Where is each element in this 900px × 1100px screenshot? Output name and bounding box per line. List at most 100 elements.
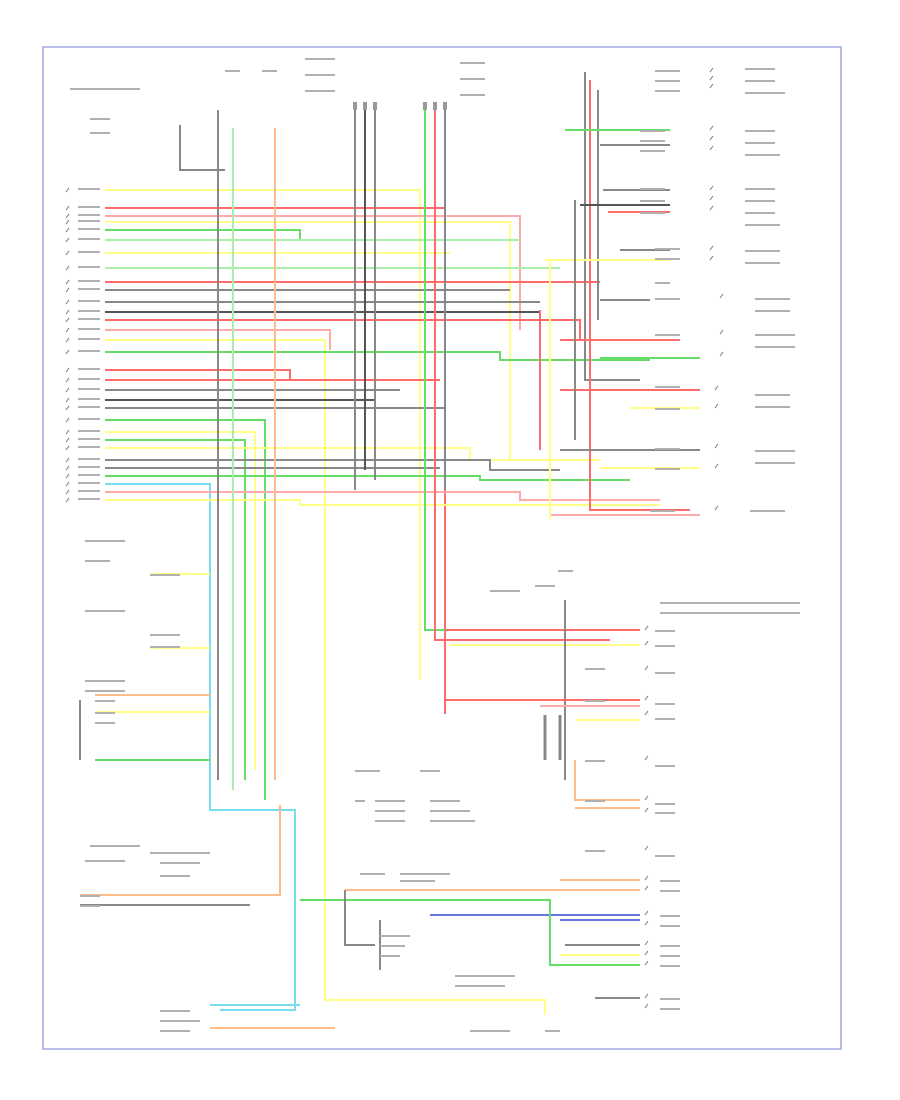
illegible-label xyxy=(85,860,125,862)
illegible-label xyxy=(655,80,680,82)
connector-layer xyxy=(65,67,724,1009)
left-connector-pin xyxy=(65,377,70,383)
wire-red-v1 xyxy=(434,110,610,641)
connector-pin xyxy=(644,795,649,801)
illegible-label xyxy=(355,770,380,772)
illegible-label xyxy=(660,965,680,967)
left-connector-pin-label xyxy=(78,251,100,253)
left-connector-pin-label xyxy=(78,368,100,370)
illegible-label xyxy=(655,803,675,805)
illegible-label xyxy=(85,540,125,542)
top-connector-terminal xyxy=(373,102,377,110)
illegible-label xyxy=(460,78,485,80)
illegible-label xyxy=(755,406,790,408)
illegible-label xyxy=(660,998,680,1000)
illegible-label xyxy=(755,394,790,396)
illegible-label xyxy=(85,610,125,612)
left-connector-pin-label xyxy=(78,280,100,282)
illegible-label xyxy=(90,118,110,120)
connector-pin xyxy=(719,329,724,335)
illegible-label xyxy=(655,408,680,410)
illegible-label xyxy=(655,248,680,250)
illegible-label xyxy=(755,462,795,464)
connector-pin xyxy=(714,403,719,409)
connector-pin xyxy=(644,1003,649,1009)
illegible-label xyxy=(755,450,795,452)
illegible-label xyxy=(460,94,485,96)
left-connector-pin-label xyxy=(78,300,100,302)
illegible-label xyxy=(150,574,180,576)
left-connector-pin xyxy=(65,497,70,503)
illegible-label xyxy=(655,672,675,674)
illegible-label xyxy=(585,850,605,852)
illegible-label xyxy=(85,560,110,562)
illegible-label xyxy=(160,862,200,864)
wire-green-5 xyxy=(105,475,630,481)
illegible-label xyxy=(660,602,800,604)
illegible-label xyxy=(745,200,775,202)
connector-pin xyxy=(709,195,714,201)
left-connector-pin-label xyxy=(78,466,100,468)
left-connector-pin xyxy=(65,250,70,256)
illegible-label xyxy=(660,880,680,882)
connector-pin xyxy=(709,145,714,151)
left-connector-pin xyxy=(65,265,70,271)
connector-pin xyxy=(644,885,649,891)
illegible-label xyxy=(585,800,605,802)
left-connector-pin xyxy=(65,481,70,487)
illegible-label xyxy=(745,142,775,144)
illegible-label xyxy=(160,1020,200,1022)
illegible-label xyxy=(160,1030,190,1032)
connector-pin xyxy=(644,695,649,701)
illegible-label xyxy=(660,945,680,947)
left-connector-pin xyxy=(65,465,70,471)
wire-pink-1 xyxy=(105,215,521,330)
left-connector-pin-label xyxy=(78,378,100,380)
illegible-label xyxy=(90,845,140,847)
left-connector-pin xyxy=(65,309,70,315)
illegible-label xyxy=(160,1010,190,1012)
illegible-label xyxy=(655,386,680,388)
connector-pin xyxy=(644,950,649,956)
wire-orange-bl1 xyxy=(80,805,281,896)
illegible-label xyxy=(545,1030,560,1032)
illegible-label xyxy=(150,634,180,636)
left-connector-pin xyxy=(65,349,70,355)
illegible-label xyxy=(80,905,100,907)
left-connector-pin-label xyxy=(78,398,100,400)
illegible-label xyxy=(655,258,680,260)
left-connector-pin-label xyxy=(78,490,100,492)
illegible-label xyxy=(262,70,277,72)
left-connector-pin-label xyxy=(78,288,100,290)
illegible-label xyxy=(655,703,675,705)
connector-pin xyxy=(709,205,714,211)
illegible-label xyxy=(355,800,365,802)
illegible-label xyxy=(655,812,675,814)
illegible-label xyxy=(655,630,675,632)
left-connector-pin xyxy=(65,227,70,233)
connector-pin xyxy=(644,910,649,916)
illegible-label xyxy=(660,612,800,614)
wire-pink-2 xyxy=(105,329,331,350)
connector-pin xyxy=(719,293,724,299)
connector-pin xyxy=(644,625,649,631)
left-connector-pin-label xyxy=(78,214,100,216)
wire-green-2 xyxy=(105,351,650,361)
left-connector-pin-label xyxy=(78,228,100,230)
illegible-label xyxy=(85,680,125,682)
left-connector-pin-label xyxy=(78,474,100,476)
illegible-label xyxy=(745,68,775,70)
left-connector-pin-label xyxy=(78,220,100,222)
left-connector-pin-label xyxy=(78,238,100,240)
left-connector-pin-label xyxy=(78,498,100,500)
connector-pin xyxy=(709,83,714,89)
wire-gray-r1 xyxy=(584,72,640,381)
left-connector-pin-label xyxy=(78,338,100,340)
illegible-label xyxy=(660,915,680,917)
connector-pin xyxy=(709,75,714,81)
wire-green-4 xyxy=(105,439,246,780)
wire-green-3 xyxy=(105,419,266,800)
illegible-label xyxy=(745,212,775,214)
illegible-label xyxy=(745,154,780,156)
illegible-label xyxy=(755,298,790,300)
